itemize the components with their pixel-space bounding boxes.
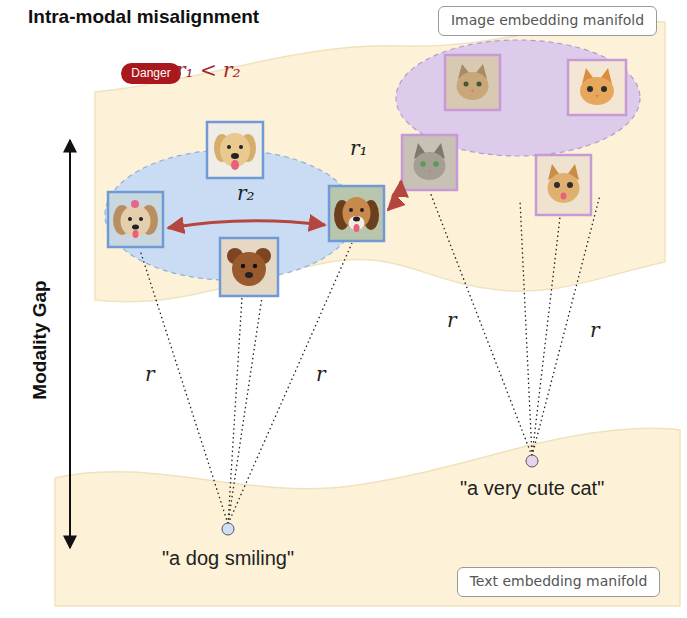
cat-photo-part [536,155,591,215]
dog-photo-part [231,153,239,159]
distance-arrow [168,221,325,228]
cat-photo [536,155,591,215]
cat-photo-part [554,182,560,188]
dog-photo-part [227,145,231,149]
cat-photo-part [601,86,607,92]
manifold-tag: Image embedding manifold [438,6,657,36]
projection-lines-part [228,297,262,524]
dog-photo-part [132,225,139,230]
cat-photo-part [595,95,599,98]
dog-photo-part [121,205,151,237]
cat-photo-part [477,82,482,87]
cat-photo [402,135,457,190]
cat-photo-part [402,135,457,190]
distance-label: r [145,362,155,386]
node-text: Text embedding manifold [468,573,649,590]
dog-photo-part [241,264,245,268]
cat-photo-part [464,82,469,87]
cat-photo-part [568,60,626,115]
projection-lines-part [140,250,228,524]
cat-photo-part [580,77,614,105]
distance-label: r₂ [237,181,255,205]
gap-arrow [69,140,71,548]
dog-photo-part [207,122,263,178]
dog-photo-part [231,160,239,170]
node-text: Image embedding manifold [449,12,646,29]
dog-photo-part [239,145,243,149]
danger-inequality: r₁ < r₂ [176,58,241,82]
diagram-title: Intra-modal misalignment [28,6,259,28]
projection-lines-part [430,192,532,456]
distance-label: r [590,318,600,342]
text-point [222,523,234,535]
projection-lines-part [520,200,532,456]
dog-photo-part [360,208,364,212]
dog-photo-part [139,217,143,221]
cat-photo-part [548,173,580,203]
cat-photo-part [433,161,439,167]
text-point [526,455,538,467]
dog-photo-part [353,217,360,222]
cat-photo [568,60,626,115]
distance-label: r₁ [350,136,368,160]
manifold-tag: Text embedding manifold [457,567,660,597]
cat-photo-part [445,55,500,110]
dog-photo-part [131,200,139,208]
text-prompt: "a dog smiling" [162,547,294,570]
text-manifold-band [55,428,680,606]
dog-photo-part [329,186,384,241]
image-manifold-band [95,21,665,302]
dog-photo-part [245,272,253,278]
dog-photo [220,238,278,296]
cat-photo-part [567,182,573,188]
dog-photo [108,192,163,247]
distance-label: r [447,308,457,332]
dog-photo-part [133,230,139,238]
node-text: Danger [130,66,172,80]
danger-badge: Danger [121,63,181,84]
distance-arrow [388,181,401,210]
distance-label: r [316,362,326,386]
dog-photo [207,122,263,178]
cat-photo-part [457,72,489,100]
cat-photo-part [428,170,432,173]
cat-photo [445,55,500,110]
projection-lines-part [228,297,242,524]
axis-label: Modality Gap [29,280,51,399]
cat-photo-part [420,161,426,167]
cat-photo-part [561,193,567,200]
dog-photo-part [349,208,353,212]
projection-lines-part [228,243,352,524]
text-prompt: "a very cute cat" [460,477,604,500]
projection-lines-part [532,217,560,456]
cat-photo-part [414,152,446,180]
dog-photo-part [108,192,163,247]
dog-photo-part [253,264,257,268]
dog-photo-part [354,224,360,232]
dog-photo-part [128,217,132,221]
dog-photo [329,186,384,241]
cat-photo-part [587,86,593,92]
cat-photo-part [471,90,475,93]
projection-lines-part [532,195,600,456]
dog-photo-part [220,238,278,296]
dog-photo-part [232,252,266,286]
